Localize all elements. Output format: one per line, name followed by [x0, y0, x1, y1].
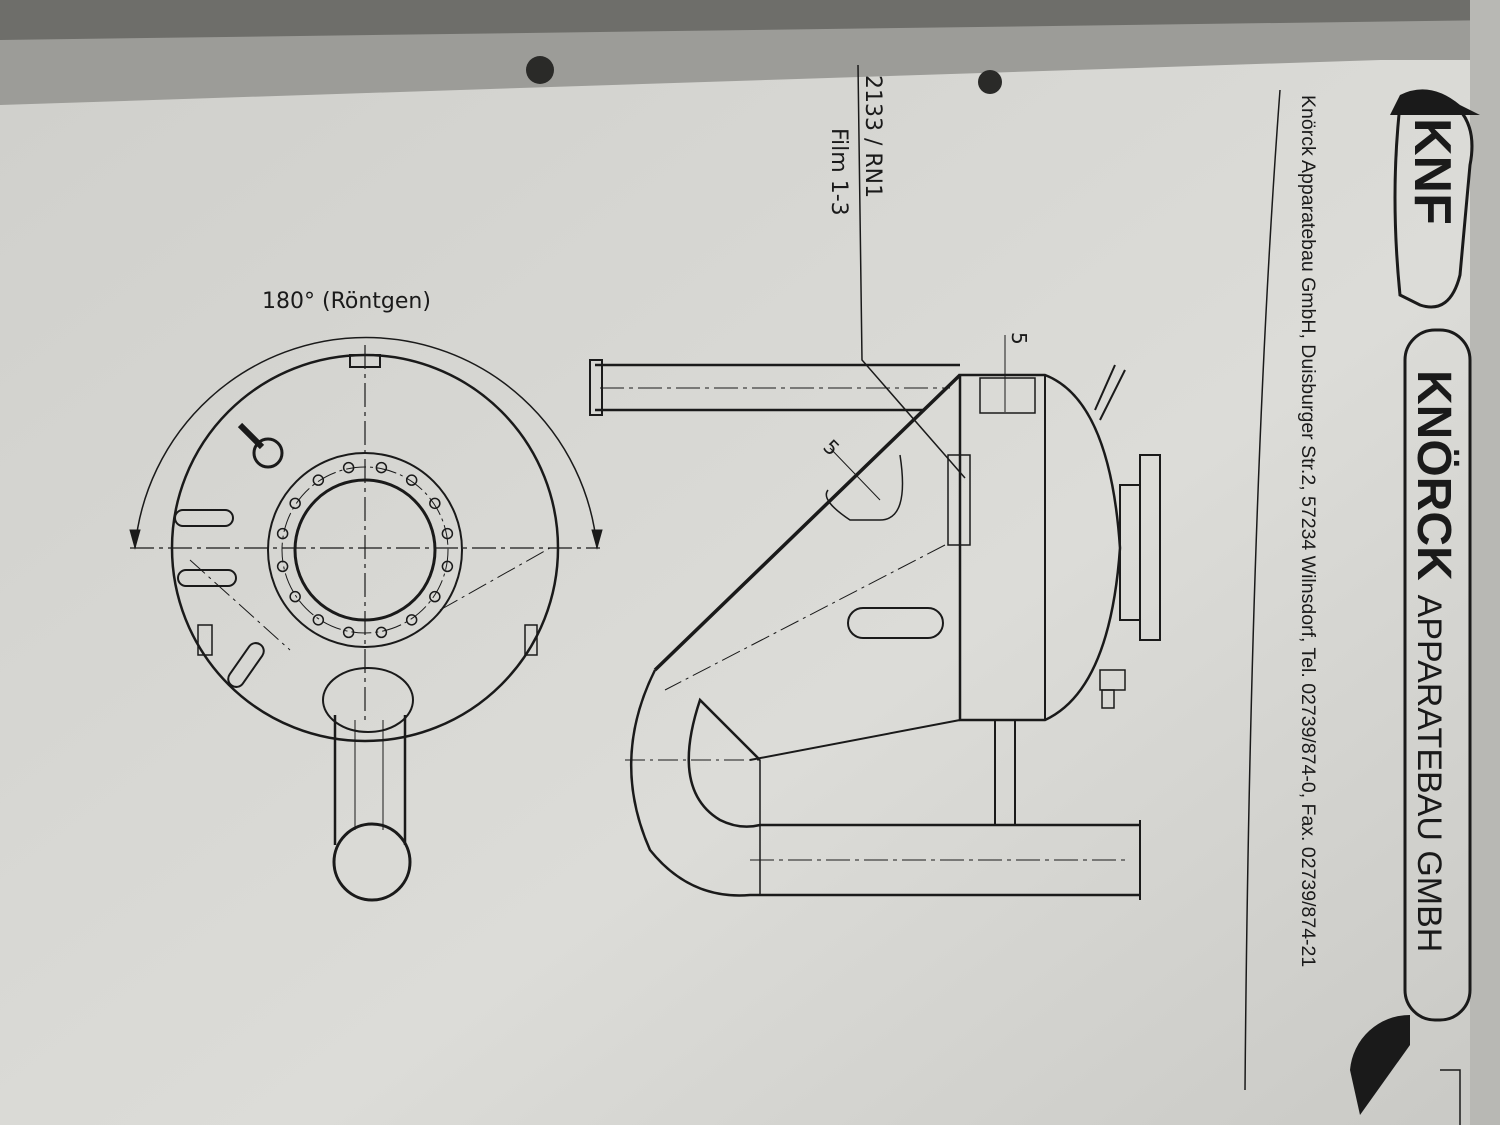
- logo-knf: KNF: [1403, 118, 1461, 225]
- letterhead: KNF KNÖRCKAPPARATEBAU GMBH Knörck Appara…: [1244, 89, 1480, 1125]
- bolt-hole: [441, 527, 454, 540]
- bolt-hole: [289, 497, 301, 510]
- dimension-top: 5: [1007, 332, 1031, 345]
- company-name: KNÖRCKAPPARATEBAU GMBH: [1407, 370, 1460, 952]
- bolt-hole: [312, 474, 325, 486]
- bolt-hole: [429, 497, 441, 510]
- bolt-hole: [289, 590, 301, 603]
- bolt-hole: [312, 614, 325, 626]
- bolt-hole: [276, 527, 289, 540]
- bolt-hole: [375, 626, 388, 639]
- reference-label: 2133 / RN1: [860, 75, 885, 198]
- bolt-hole: [441, 560, 454, 573]
- bolt-hole: [429, 590, 441, 603]
- address-line: Knörck Apparatebau GmbH, Duisburger Str.…: [1297, 95, 1319, 967]
- bolt-holes: [276, 461, 454, 639]
- page-right-edge: [1470, 0, 1500, 1125]
- plan-view: 180° (Röntgen): [129, 289, 603, 902]
- binder-top: [0, 0, 1500, 40]
- punch-hole: [978, 70, 1002, 94]
- bolt-hole: [276, 560, 289, 573]
- bolt-hole: [342, 461, 355, 474]
- angle-label: 180° (Röntgen): [262, 289, 431, 314]
- side-view: 5 5: [589, 332, 1161, 900]
- bolt-hole: [405, 614, 418, 626]
- bolt-hole: [342, 626, 355, 639]
- bolt-hole: [405, 474, 418, 486]
- bolt-hole: [375, 461, 388, 474]
- leader-line: [857, 64, 966, 479]
- punch-hole: [526, 56, 554, 84]
- film-label: Film 1-3: [826, 128, 851, 216]
